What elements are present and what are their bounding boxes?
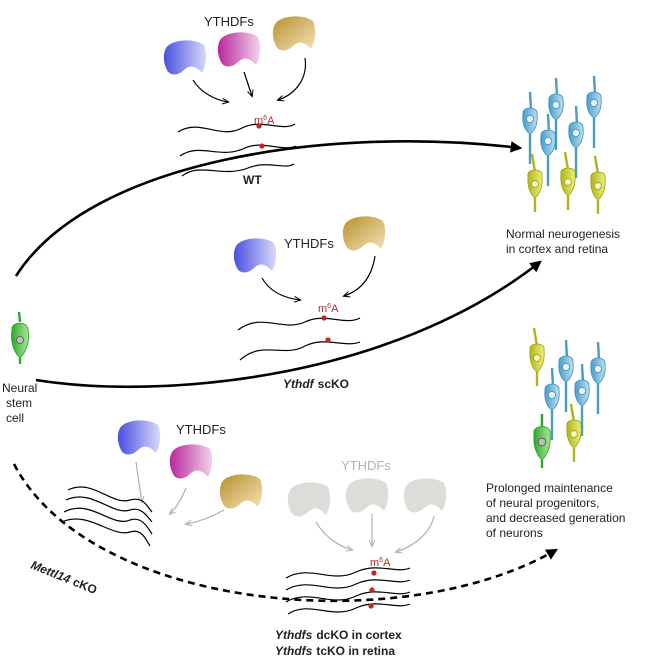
m6a-label-bottom: m6A: [370, 557, 391, 569]
binding-arrow-grey: [396, 515, 435, 552]
binding-arrow: [278, 57, 307, 100]
ythdf-protein-blue-mid: [233, 238, 277, 273]
mrna-strand: [65, 496, 153, 523]
progenitor-neurons-cluster: [528, 326, 607, 468]
stem-cell-label-1: Neural: [2, 381, 37, 395]
wt-pathway-arrow: [14, 140, 523, 277]
binding-arrow: [243, 71, 252, 96]
scko-pathway-arrow: [35, 260, 542, 389]
binding-arrow-grey: [315, 521, 352, 550]
binding-arrow-grey: [135, 461, 142, 502]
mrna-strand: [179, 144, 297, 157]
binding-arrow: [344, 255, 376, 296]
binding-arrow-grey: [186, 509, 225, 524]
prolonged-outcome-line4: of neurons: [486, 526, 543, 540]
mrna-strand: [67, 486, 153, 513]
mrna-strand: [237, 317, 361, 331]
mrna-strand: [177, 123, 296, 133]
mrna-strand: [285, 579, 411, 591]
mrna-strand: [61, 518, 151, 547]
mrna-strand: [181, 163, 295, 177]
prolonged-outcome-line2: of neural progenitors,: [486, 496, 599, 510]
mettl14-cko-label: Mettl14cKO: [29, 558, 99, 597]
m6a-mark: [321, 315, 327, 321]
ythdf-protein-blue-lower: [117, 420, 161, 455]
m6a-mark: [369, 587, 375, 593]
ythdfs-label-mid: YTHDFs: [284, 236, 334, 251]
neural-stem-cell-icon: [11, 311, 29, 364]
mrna-strand: [285, 567, 411, 579]
stem-cell-label-3: cell: [6, 411, 24, 425]
m6a-mark: [371, 570, 377, 576]
ythdf-protein-magenta-lower: [169, 444, 213, 479]
ythdf-protein-magenta-top: [217, 32, 261, 67]
normal-outcome-line1: Normal neurogenesis: [506, 227, 620, 241]
prolonged-outcome-line3: and decreased generation: [486, 511, 625, 525]
ythdf-protein-grey: [403, 478, 447, 513]
m6a-label-mid: m6A: [318, 303, 339, 315]
m6a-mark: [368, 603, 374, 609]
binding-arrow: [192, 79, 228, 102]
ythdfs-label-lower-grey: YTHDFs: [341, 458, 391, 473]
mrna-strand: [287, 603, 411, 615]
wt-label: WT: [243, 173, 262, 187]
stem-cell-label-2: stem: [6, 396, 32, 410]
ythdf-protein-grey: [345, 478, 389, 513]
ythdf-protein-grey: [287, 482, 331, 517]
ythdf-protein-gold-top: [272, 16, 316, 51]
m6a-label-top: m6A: [254, 115, 275, 127]
mrna-strand: [285, 591, 411, 603]
ythdf-protein-blue-top: [163, 40, 207, 75]
normal-neurons-cluster: [521, 74, 607, 216]
normal-outcome-line2: in cortex and retina: [506, 242, 608, 256]
m6a-mark: [256, 123, 262, 129]
binding-arrow-grey: [170, 487, 187, 514]
ythdf-protein-gold-mid: [342, 216, 386, 251]
m6a-mark: [259, 143, 265, 149]
binding-arrow: [261, 277, 300, 300]
prolonged-outcome-line1: Prolonged maintenance: [486, 481, 613, 495]
ythdfs-label-lower-left: YTHDFs: [176, 422, 226, 437]
mrna-strand: [63, 507, 153, 535]
m6a-mark: [325, 337, 331, 343]
mrna-strand: [239, 341, 361, 361]
ythdfs-label-top: YTHDFs: [204, 14, 254, 29]
knockout-pathway-arrow: [12, 463, 559, 603]
ythdf-protein-gold-lower: [219, 474, 263, 509]
